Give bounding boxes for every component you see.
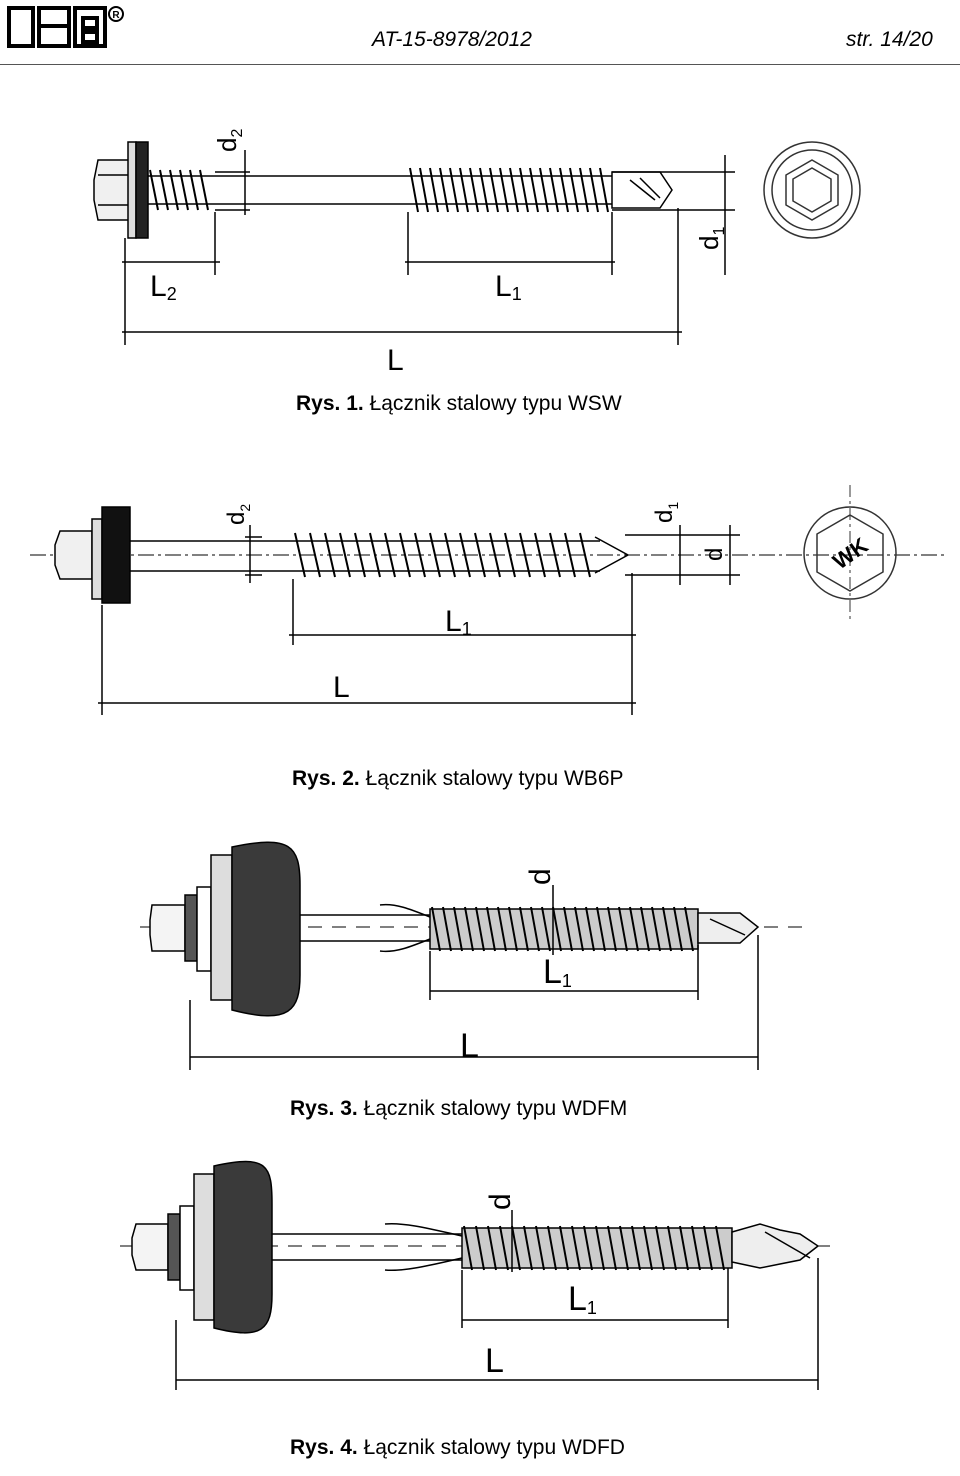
header-rule <box>0 64 960 65</box>
dim-label-L1: L <box>445 605 462 638</box>
svg-text:L1: L1 <box>445 605 472 639</box>
itb-logo: R <box>7 6 124 48</box>
dim-label-L: L <box>485 1342 504 1380</box>
svg-text:d2: d2 <box>223 504 253 525</box>
dim-label-d2: d <box>212 138 242 152</box>
figure-caption: Rys. 4. Łącznik stalowy typu WDFD <box>290 1436 625 1459</box>
svg-text:L2: L2 <box>150 270 177 304</box>
head-mark: WK <box>828 533 872 575</box>
figure-wb6p: WK d2 d1 d L1 L Rys. 2. Łącznik stalowy … <box>0 475 960 805</box>
dim-label-d1: d <box>694 236 724 250</box>
dim-label-L2: L <box>150 270 167 303</box>
head-end-view <box>763 141 861 239</box>
dim-label-d: d <box>484 1193 517 1210</box>
dim-label-L: L <box>387 344 404 377</box>
fastener-wsw-drawing: d2 d1 L2 L1 L <box>93 129 861 377</box>
page-header: R AT-15-8978/2012 str. 14/20 <box>0 0 960 66</box>
dim-label-L: L <box>333 671 350 704</box>
dim-label-L1: L <box>568 1280 587 1318</box>
figure-caption: Rys. 3. Łącznik stalowy typu WDFM <box>290 1097 628 1120</box>
dim-label-d2: d <box>223 512 250 525</box>
svg-text:R: R <box>112 10 120 21</box>
dim-label-L1: L <box>495 270 512 303</box>
figure-wsw: d2 d1 L2 L1 L Rys. 1. Łącznik stalowy ty… <box>0 100 960 430</box>
dim-label-L1: L <box>543 953 562 991</box>
dim-label-d1: d <box>651 510 678 523</box>
fastener-wb6p-drawing: WK d2 d1 d L1 L <box>30 485 945 715</box>
svg-text:d2: d2 <box>212 129 246 152</box>
fastener-wdfd-drawing: d L1 L <box>120 1160 830 1390</box>
document-number: AT-15-8978/2012 <box>372 28 532 51</box>
svg-text:d1: d1 <box>651 502 681 523</box>
figure-caption: Rys. 1. Łącznik stalowy typu WSW <box>296 392 622 415</box>
head-end-view <box>803 485 897 620</box>
dim-label-d: d <box>524 868 557 885</box>
dim-label-L: L <box>460 1027 479 1065</box>
svg-text:d1: d1 <box>694 227 728 250</box>
figure-caption: Rys. 2. Łącznik stalowy typu WB6P <box>292 767 624 790</box>
svg-text:L1: L1 <box>495 270 522 304</box>
fastener-wdfm-drawing: d L1 L <box>140 841 810 1070</box>
svg-text:L1: L1 <box>568 1280 597 1318</box>
svg-text:L1: L1 <box>543 953 572 991</box>
dim-label-d: d <box>701 548 728 561</box>
page-number: str. 14/20 <box>846 28 933 51</box>
figure-wdfm: d L1 L Rys. 3. Łącznik stalowy typu WDFM <box>0 835 960 1130</box>
figure-wdfd: d L1 L Rys. 4. Łącznik stalowy typu WDFD <box>0 1160 960 1470</box>
